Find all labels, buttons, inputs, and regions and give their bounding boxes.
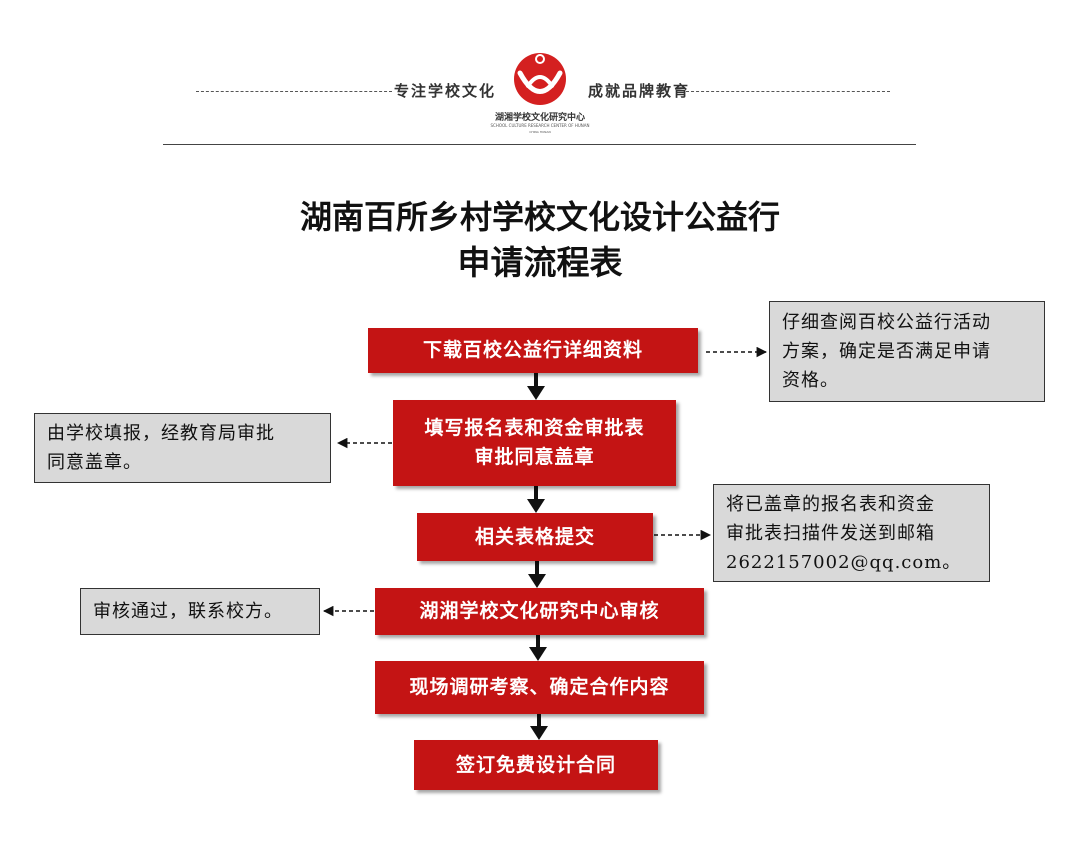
note-fill: 由学校填报，经教育局审批 同意盖章。 [34,413,331,483]
step-submit-label: 相关表格提交 [474,525,595,548]
note-submit-line1: 将已盖章的报名表和资金 [726,493,935,515]
step-site-visit-label: 现场调研考察、确定合作内容 [409,676,670,698]
flow-arrow-4 [529,635,547,661]
note-fill-line2: 同意盖章。 [47,452,142,473]
flow-arrow-2 [527,486,545,513]
header-dashed-line-left [196,91,392,92]
step-submit-forms: 相关表格提交 [417,513,653,561]
note-review-label: 审核通过，联系校方。 [93,601,283,622]
note-fill-line1: 由学校填报，经教育局审批 [47,423,275,444]
page-title-line1: 湖南百所乡村学校文化设计公益行 [299,198,780,236]
step-download-label: 下载百校公益行详细资料 [422,339,643,361]
flow-arrow-5 [530,714,548,740]
step-fill-forms-line2: 审批同意盖章 [474,446,595,468]
note-submit-line3: 2622157002@qq.com。 [726,551,962,573]
flow-arrow-3 [528,561,546,588]
note-submit-line2: 审批表扫描件发送到邮箱 [726,522,935,544]
note-review: 审核通过，联系校方。 [80,588,320,635]
flow-arrow-1 [527,373,545,400]
note-download-line1: 仔细查阅百校公益行活动 [782,312,991,333]
note-submit: 将已盖章的报名表和资金 审批表扫描件发送到邮箱 2622157002@qq.co… [713,484,990,582]
logo-icon [514,53,566,105]
logo-location: CHINA HUNAN [529,130,551,134]
step-fill-forms-line1: 填写报名表和资金审批表 [424,417,645,439]
note-download-line2: 方案，确定是否满足申请 [782,341,991,362]
step-sign-contract: 签订免费设计合同 [414,740,658,790]
step-site-visit: 现场调研考察、确定合作内容 [375,661,704,714]
slogan-right: 成就品牌教育 [588,82,691,100]
step-download-materials: 下载百校公益行详细资料 [368,328,698,373]
note-download-line3: 资格。 [782,370,839,391]
header-dashed-line-right [686,91,890,92]
step-review-label: 湖湘学校文化研究中心审核 [419,600,660,622]
step-fill-forms: 填写报名表和资金审批表 审批同意盖章 [393,400,676,486]
step-center-review: 湖湘学校文化研究中心审核 [375,588,704,635]
logo-name-cn: 湖湘学校文化研究中心 [494,113,585,123]
note-download: 仔细查阅百校公益行活动 方案，确定是否满足申请 资格。 [769,301,1045,402]
header-rule [163,144,916,145]
slogan-left: 专注学校文化 [394,82,497,100]
page-title-line2: 申请流程表 [457,243,623,282]
logo-name-en: SCHOOL CULTURE RESEARCH CENTER OF HUNAN [490,123,590,128]
step-contract-label: 签订免费设计合同 [455,753,616,776]
